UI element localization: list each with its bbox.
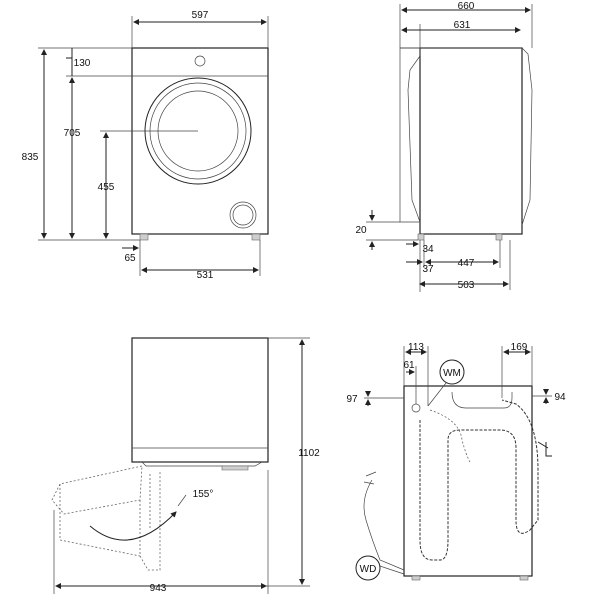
front-total-height-label: 835 [22, 152, 39, 163]
back-left-height-label: 97 [346, 394, 358, 405]
door-open-height-label: 1102 [298, 448, 320, 459]
inlet-hose [429, 409, 471, 463]
back-vent [451, 391, 513, 409]
front-foot-offset-label: 65 [124, 253, 136, 264]
front-foot-span-label: 531 [197, 270, 214, 281]
door-hinge-edge [141, 461, 263, 467]
side-door-profile [399, 47, 421, 223]
side-foot-span-label: 447 [458, 258, 475, 269]
wd-callout-label: WD [360, 564, 377, 575]
front-door-center-height-label: 705 [64, 128, 81, 139]
side-view: 660 631 20 34 37 447 503 [355, 1, 533, 292]
door-opening-view: 155° 1102 943 [51, 337, 320, 594]
side-foot-offset-label: 37 [422, 264, 434, 275]
door-angle-label: 155° [193, 489, 214, 500]
filter-cover [229, 201, 257, 229]
front-body [131, 47, 269, 235]
front-top-panel-label: 130 [74, 58, 91, 69]
wm-callout [439, 359, 465, 385]
wd-callout [355, 555, 381, 581]
back-left-offset-label: 113 [408, 342, 424, 353]
back-body [403, 385, 533, 577]
side-body [419, 47, 523, 235]
front-view: 597 835 705 130 455 65 531 [22, 10, 269, 281]
door-swing-arc [89, 511, 177, 541]
drain-hose [419, 399, 539, 561]
power-cable [363, 479, 405, 571]
plug-icon [537, 441, 552, 457]
back-right-offset-label: 169 [511, 342, 528, 353]
side-foot-front [417, 233, 425, 241]
front-foot-left [139, 233, 149, 241]
side-foot-back [495, 233, 503, 241]
wm-callout-label: WM [443, 368, 461, 379]
side-total-depth-label: 660 [458, 1, 475, 12]
door-handle [221, 465, 249, 471]
side-body-depth-label: 631 [454, 20, 471, 31]
door-open-depth-label: 943 [150, 583, 167, 594]
front-door-bottom-height-label: 455 [98, 182, 115, 193]
side-foot-height-label: 20 [355, 225, 367, 236]
front-width-label: 597 [192, 10, 209, 21]
back-right-height-label: 94 [554, 392, 566, 403]
program-knob-icon [194, 55, 206, 67]
back-inlet-offset-label: 61 [403, 360, 415, 371]
side-depth-to-feet-label: 503 [458, 280, 475, 291]
open-door-outline [51, 465, 143, 515]
back-view: WM WD 113 61 169 97 94 [346, 342, 566, 581]
side-foot-front-label: 34 [422, 244, 434, 255]
side-back-profile [521, 47, 533, 226]
front-foot-right [251, 233, 261, 241]
top-body [131, 337, 269, 463]
